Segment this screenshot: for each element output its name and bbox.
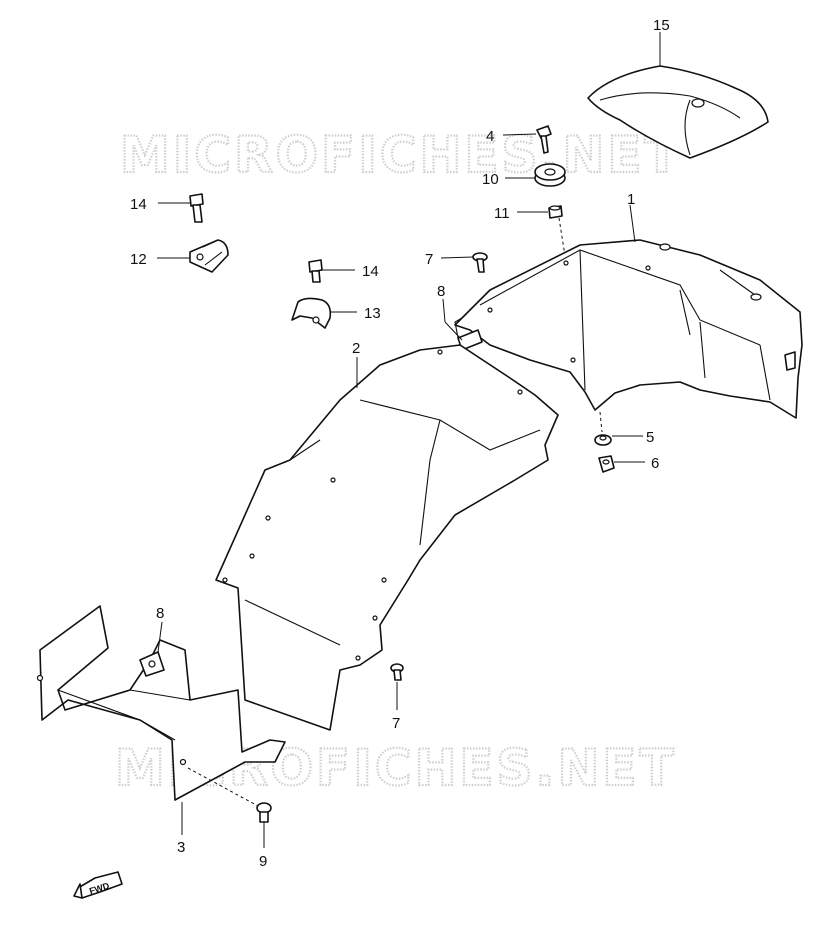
callout-14-right: 14 (362, 263, 379, 280)
part-6-nut (598, 455, 615, 473)
part-15-cover (587, 65, 769, 159)
callout-2: 2 (352, 340, 360, 357)
part-3-license-bracket (36, 605, 286, 801)
callout-8-bottom: 8 (156, 605, 164, 622)
callout-15: 15 (653, 17, 670, 34)
part-7-screw-bottom (390, 663, 404, 681)
callout-labels: 15 4 10 11 1 7 8 14 12 14 13 2 5 6 8 7 3… (130, 17, 670, 870)
part-9-bolt (256, 802, 272, 823)
callout-11: 11 (494, 205, 510, 222)
part-11-nut (548, 205, 563, 219)
callout-4: 4 (486, 128, 494, 145)
part-13-bracket (291, 297, 332, 329)
callout-6: 6 (651, 455, 659, 472)
part-8-clip-nut-bottom (139, 651, 165, 677)
part-14-bolt-right (308, 259, 323, 283)
part-5-washer (594, 434, 612, 446)
callout-13: 13 (364, 305, 381, 322)
part-7-screw-top (472, 252, 488, 273)
callout-5: 5 (646, 429, 654, 446)
callout-10: 10 (482, 171, 499, 188)
callout-3: 3 (177, 839, 185, 856)
callout-9: 9 (259, 853, 267, 870)
part-14-bolt-left (189, 193, 204, 223)
part-12-clip (189, 239, 229, 273)
callout-1: 1 (627, 191, 635, 208)
callout-12: 12 (130, 251, 147, 268)
callout-14-left: 14 (130, 196, 147, 213)
part-2-fender-main (215, 344, 559, 731)
part-1-rear-fender-upper (454, 239, 803, 419)
callout-8-top: 8 (437, 283, 445, 300)
callout-7-bottom: 7 (392, 715, 400, 732)
watermark-top: MICROFICHES.NET (120, 126, 682, 184)
part-10-grommet (534, 163, 566, 187)
part-4-screw (536, 125, 552, 154)
fwd-arrow-icon: FWD (73, 871, 123, 899)
callout-7-top: 7 (425, 251, 433, 268)
